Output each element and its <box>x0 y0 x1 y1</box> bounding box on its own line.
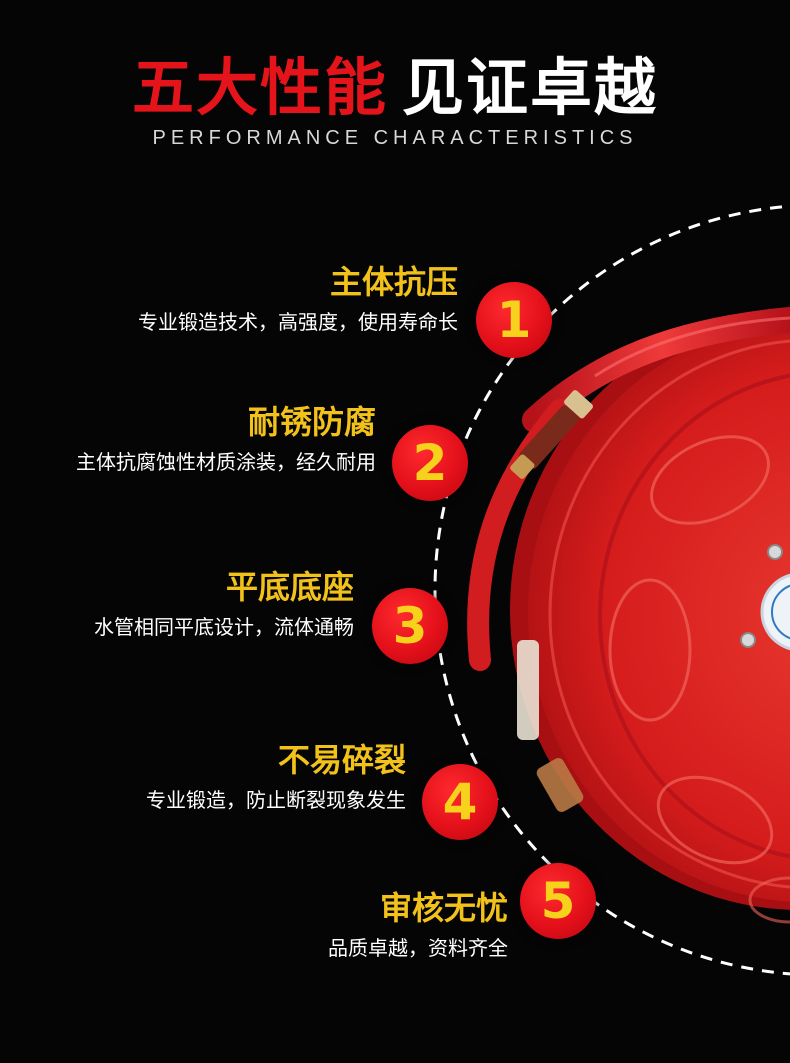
feature-title: 平底底座 <box>225 568 354 606</box>
hose <box>522 307 790 433</box>
title-white-part: 见证卓越 <box>402 51 659 124</box>
feature-title: 主体抗压 <box>329 263 458 301</box>
feature-item-3: 平底底座 水管相同平底设计，流体通畅 <box>94 567 354 641</box>
feature-item-4: 不易碎裂 专业锻造，防止断裂现象发生 <box>146 740 406 814</box>
feature-item-1: 主体抗压 专业锻造技术，高强度，使用寿命长 <box>138 262 458 336</box>
title-red-part: 五大性能 <box>131 51 388 124</box>
feature-number-badge: 5 <box>520 863 596 939</box>
feature-desc: 水管相同平底设计，流体通畅 <box>94 615 354 639</box>
feature-title: 审核无忧 <box>379 889 508 927</box>
nozzle-icon <box>510 390 593 479</box>
feature-title: 耐锈防腐 <box>247 403 376 441</box>
feature-number-badge: 2 <box>392 425 468 501</box>
feature-number-badge: 4 <box>422 764 498 840</box>
page-title: 五大性能见证卓越 <box>0 50 790 126</box>
feature-title: 不易碎裂 <box>277 741 406 779</box>
feature-item-5: 审核无忧 品质卓越，资料齐全 <box>328 888 508 962</box>
feature-desc: 品质卓越，资料齐全 <box>328 936 508 960</box>
feature-item-2: 耐锈防腐 主体抗腐蚀性材质涂装，经久耐用 <box>76 402 376 476</box>
feature-number-badge: 1 <box>476 282 552 358</box>
feature-number-badge: 3 <box>372 588 448 664</box>
feature-desc: 专业锻造技术，高强度，使用寿命长 <box>138 310 458 334</box>
page-subtitle: PERFORMANCE CHARACTERISTICS <box>152 127 638 149</box>
feature-desc: 专业锻造，防止断裂现象发生 <box>146 788 406 812</box>
feature-desc: 主体抗腐蚀性材质涂装，经久耐用 <box>76 450 376 474</box>
